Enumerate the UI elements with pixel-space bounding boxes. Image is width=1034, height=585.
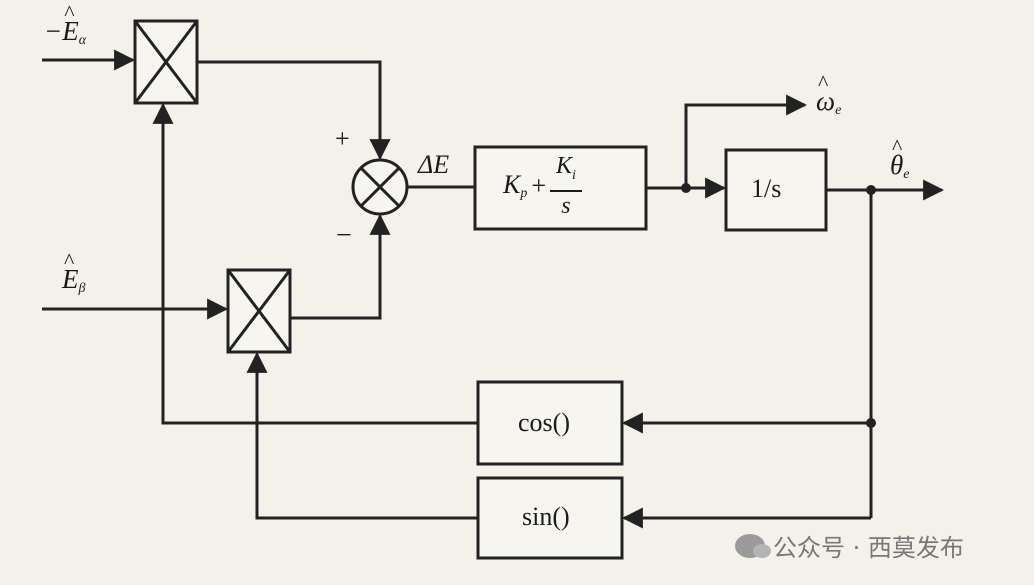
hat-theta: θ: [890, 134, 903, 181]
wire-mult-bottom-to-sum: [290, 213, 391, 320]
junction-dot-omega: [681, 183, 691, 193]
sum-minus-sign: −: [336, 220, 352, 251]
wire-mult-top-to-sum: [197, 60, 391, 161]
sin-label: sin(): [522, 502, 570, 531]
label-delta-e: ΔE: [418, 150, 450, 179]
sum-plus-sign: +: [335, 124, 350, 153]
cos-label: cos(): [518, 408, 570, 437]
label-omega: ωe: [816, 70, 841, 119]
label-e-beta: Eβ: [62, 248, 85, 297]
watermark: 公众号 · 西莫发布: [735, 528, 964, 563]
label-e-alpha: −Eα: [44, 0, 86, 49]
hat-omega: ω: [816, 70, 835, 117]
hat-e-alpha: E: [62, 0, 79, 47]
hat-e-beta: E: [62, 248, 79, 295]
integrator-block: [724, 148, 828, 232]
wire-omega-out: [684, 94, 808, 188]
wire-cos-to-mult-top: [152, 102, 478, 425]
sin-block: [476, 476, 624, 560]
label-theta: θe: [890, 134, 909, 183]
cos-block: [476, 380, 624, 466]
wechat-icon: [735, 533, 771, 558]
pi-block: [473, 145, 648, 231]
pi-block-label: Kp + Ki s: [503, 152, 582, 220]
pi-fraction: Ki s: [550, 152, 582, 220]
integrator-label: 1/s: [751, 174, 782, 203]
wire-sin-to-mult-bottom: [246, 351, 478, 520]
